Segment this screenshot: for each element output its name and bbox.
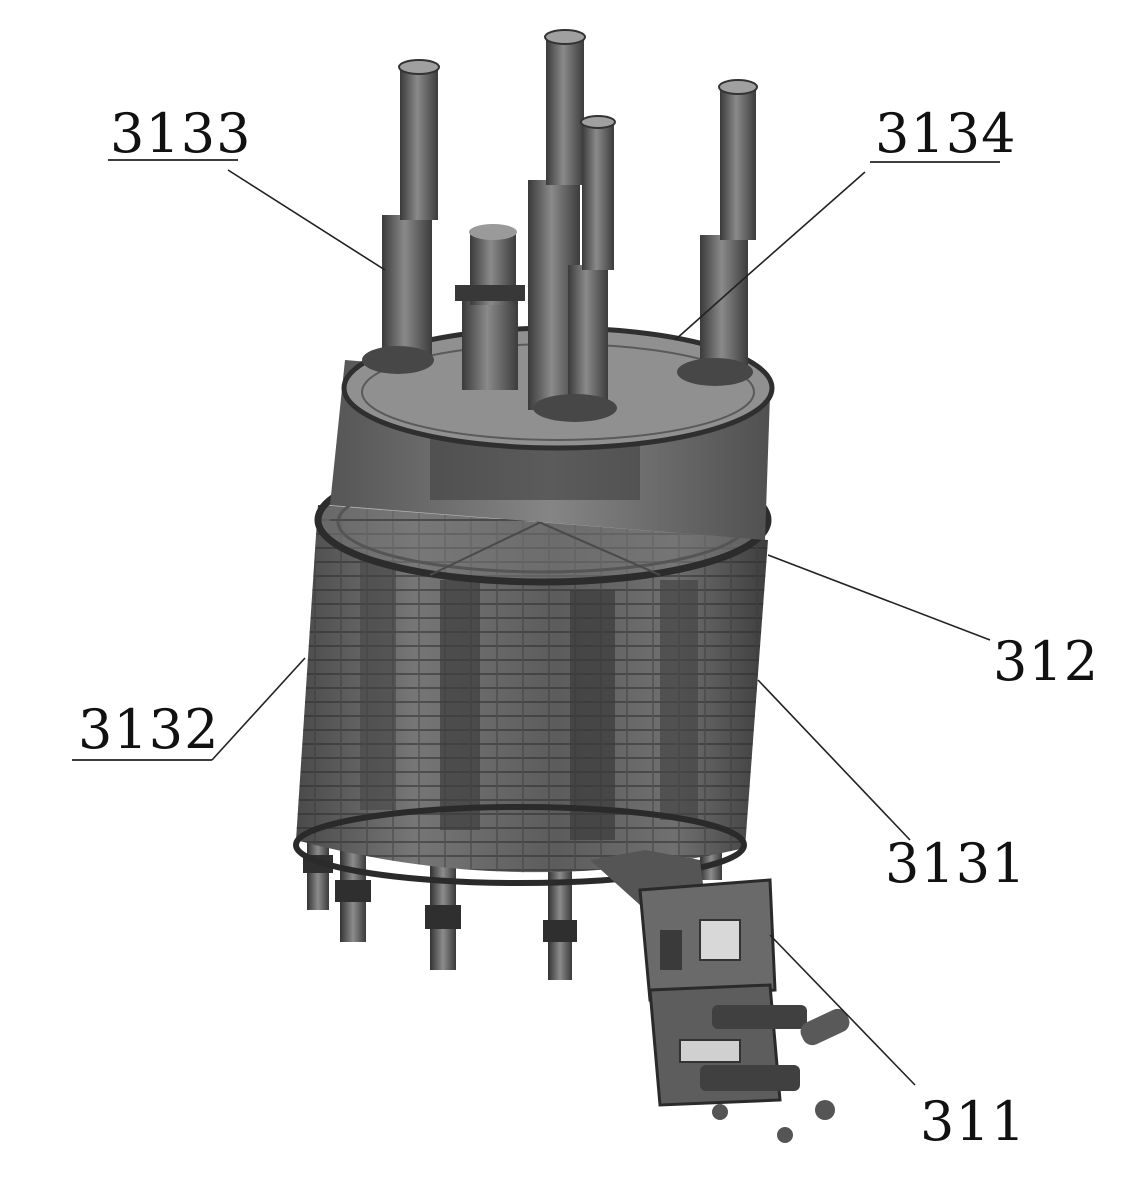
- main-drum: [293, 505, 768, 886]
- leader-3131: [757, 679, 911, 841]
- label-311: 311: [920, 1090, 1026, 1153]
- leader-3134: [747, 171, 866, 276]
- tube-left-3133: [362, 59, 440, 374]
- tube-right-3134: [677, 79, 758, 386]
- leader-311: [769, 934, 916, 1086]
- label-312: 312: [993, 630, 1099, 693]
- leader-lines: [211, 169, 991, 1086]
- label-3132: 3132: [78, 698, 219, 761]
- leader-3134b: [674, 274, 749, 341]
- label-3131: 3131: [885, 832, 1026, 895]
- center-motor: [455, 224, 525, 390]
- leader-3133: [227, 169, 386, 271]
- leader-312: [767, 554, 991, 641]
- leader-3132: [211, 657, 306, 761]
- label-3134: 3134: [875, 102, 1016, 165]
- tube-center-short: [533, 115, 617, 422]
- label-3133: 3133: [110, 102, 251, 165]
- bracket-assembly-311: [590, 850, 850, 1143]
